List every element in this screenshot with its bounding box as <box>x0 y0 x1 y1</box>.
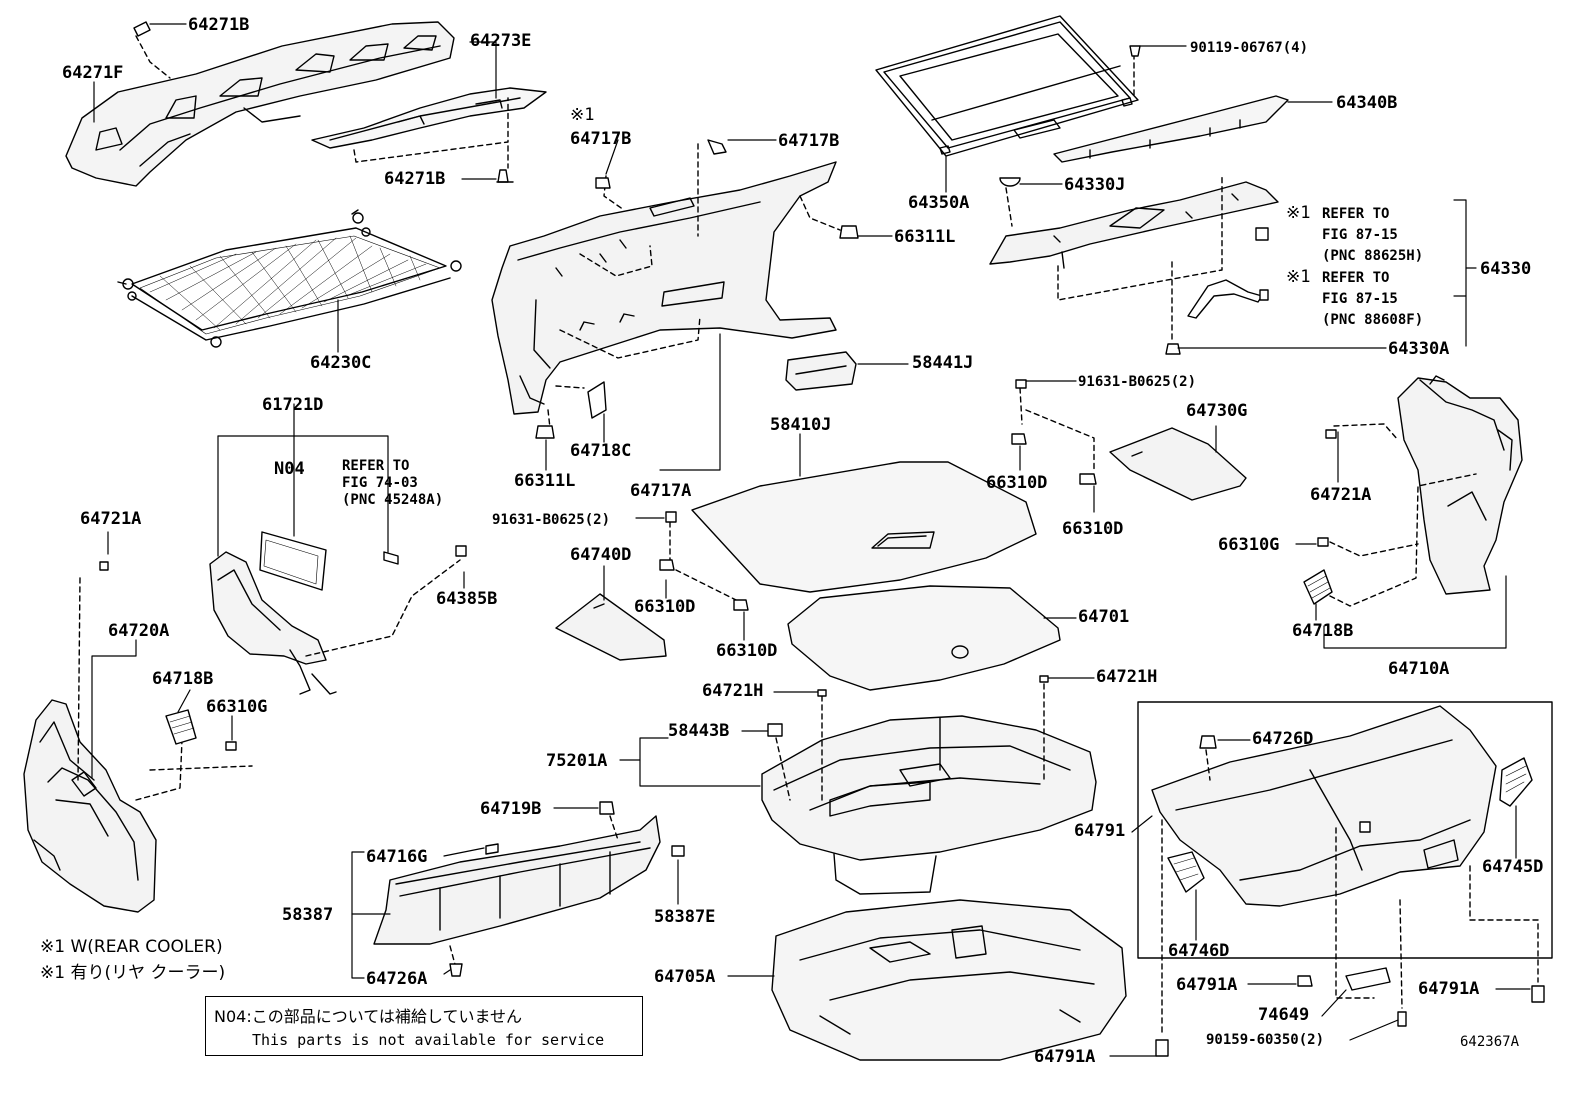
part-64230c-illustration <box>117 209 462 348</box>
label-74649[interactable]: 74649 <box>1258 1005 1310 1025</box>
label-64791[interactable]: 64791 <box>1074 821 1126 841</box>
label-61721d[interactable]: 61721D <box>262 395 324 415</box>
label-64330a[interactable]: 64330A <box>1388 339 1450 359</box>
label-64330j[interactable]: 64330J <box>1064 175 1126 195</box>
label-64721a-right[interactable]: 64721A <box>1310 485 1372 505</box>
label-64721h-right[interactable]: 64721H <box>1096 667 1158 687</box>
label-64791a-a[interactable]: 64791A <box>1176 975 1238 995</box>
part-64701-illustration <box>787 585 1061 691</box>
part-64740d-illustration <box>555 511 749 661</box>
part-64271f-illustration <box>65 21 547 187</box>
label-64721h-left[interactable]: 64721H <box>702 681 764 701</box>
label-64710a[interactable]: 64710A <box>1388 659 1450 679</box>
label-64385b[interactable]: 64385B <box>436 589 498 609</box>
part-58410j-illustration <box>691 461 1037 593</box>
label-64271b-top[interactable]: 64271B <box>188 15 250 35</box>
label-x1-refer-b: ※1 <box>1286 267 1311 287</box>
label-64718b-left[interactable]: 64718B <box>152 669 214 689</box>
label-64718b-right[interactable]: 64718B <box>1292 621 1354 641</box>
part-64350a-illustration <box>875 15 1289 163</box>
refer-line-2: FIG 87-15 <box>1322 227 1398 243</box>
label-66310g-left[interactable]: 66310G <box>206 697 268 717</box>
label-66310d-d[interactable]: 66310D <box>1062 519 1124 539</box>
label-90159[interactable]: 90159-60350(2) <box>1206 1032 1325 1048</box>
part-61721d-illustration <box>209 531 467 695</box>
label-64271f[interactable]: 64271F <box>62 63 124 83</box>
label-64271b-bottom[interactable]: 64271B <box>384 169 446 189</box>
refer-line-3: (PNC 45248A) <box>342 492 444 508</box>
refer-line-3: (PNC 88625H) <box>1322 248 1424 264</box>
label-90119[interactable]: 90119-06767(4) <box>1190 40 1309 56</box>
label-64730g[interactable]: 64730G <box>1186 401 1248 421</box>
notice-box: N04:この部品については補給していません This parts is not … <box>205 996 643 1056</box>
refer-line-1: REFER TO <box>342 458 410 474</box>
label-58441j[interactable]: 58441J <box>912 353 974 373</box>
label-58410j[interactable]: 58410J <box>770 415 832 435</box>
label-x1-mark: ※1 <box>570 105 595 125</box>
label-64726a[interactable]: 64726A <box>366 969 428 989</box>
label-66310g-right[interactable]: 66310G <box>1218 535 1280 555</box>
refer-fig-87-15-b[interactable]: REFER TO FIG 87-15 (PNC 88608F) <box>1322 268 1423 331</box>
label-64791a-c[interactable]: 64791A <box>1034 1047 1096 1067</box>
label-91631-left[interactable]: 91631-B0625(2) <box>492 512 611 528</box>
refer-fig-74-03[interactable]: REFER TO FIG 74-03 (PNC 45248A) <box>342 458 443 509</box>
label-64230c[interactable]: 64230C <box>310 353 372 373</box>
refer-line-2: FIG 87-15 <box>1322 291 1398 307</box>
label-91631-right[interactable]: 91631-B0625(2) <box>1078 374 1197 390</box>
label-64740d[interactable]: 64740D <box>570 545 632 565</box>
part-58387-illustration <box>373 801 685 977</box>
part-64717a-illustration <box>491 139 859 439</box>
refer-line-1: REFER TO <box>1322 206 1390 222</box>
label-75201a[interactable]: 75201A <box>546 751 608 771</box>
part-64730g-illustration <box>1011 379 1247 501</box>
label-64717b-right[interactable]: 64717B <box>778 131 840 151</box>
label-x1-refer-a: ※1 <box>1286 203 1311 223</box>
part-64720a-illustration <box>23 561 253 913</box>
label-64745d[interactable]: 64745D <box>1482 857 1544 877</box>
label-64350a[interactable]: 64350A <box>908 193 970 213</box>
label-64726d[interactable]: 64726D <box>1252 729 1314 749</box>
part-64791-illustration <box>1151 705 1545 1057</box>
refer-fig-87-15-a[interactable]: REFER TO FIG 87-15 (PNC 88625H) <box>1322 204 1423 267</box>
label-64717b-left[interactable]: 64717B <box>570 129 632 149</box>
label-64705a[interactable]: 64705A <box>654 967 716 987</box>
part-64710a-illustration <box>1303 375 1523 607</box>
note-x1-english: ※1 W(REAR COOLER) <box>40 937 223 957</box>
label-66310d-c[interactable]: 66310D <box>986 473 1048 493</box>
label-58387e[interactable]: 58387E <box>654 907 716 927</box>
label-64791a-b[interactable]: 64791A <box>1418 979 1480 999</box>
label-66310d-b[interactable]: 66310D <box>716 641 778 661</box>
label-64340b[interactable]: 64340B <box>1336 93 1398 113</box>
label-64273e[interactable]: 64273E <box>470 31 532 51</box>
label-64701[interactable]: 64701 <box>1078 607 1130 627</box>
notice-japanese: N04:この部品については補給していません <box>214 1007 522 1026</box>
label-66311l-right[interactable]: 66311L <box>894 227 956 247</box>
refer-line-1: REFER TO <box>1322 270 1390 286</box>
label-64718c[interactable]: 64718C <box>570 441 632 461</box>
label-66311l-left[interactable]: 66311L <box>514 471 576 491</box>
refer-line-2: FIG 74-03 <box>342 475 418 491</box>
label-64720a[interactable]: 64720A <box>108 621 170 641</box>
part-75201a-illustration <box>761 675 1097 895</box>
label-64717a[interactable]: 64717A <box>630 481 692 501</box>
part-64705a-illustration <box>771 899 1127 1061</box>
label-64719b[interactable]: 64719B <box>480 799 542 819</box>
label-64330[interactable]: 64330 <box>1480 259 1532 279</box>
refer-line-3: (PNC 88608F) <box>1322 312 1424 328</box>
label-66310d-a[interactable]: 66310D <box>634 597 696 617</box>
label-64716g[interactable]: 64716G <box>366 847 428 867</box>
label-58443b[interactable]: 58443B <box>668 721 730 741</box>
label-n04[interactable]: N04 <box>274 459 305 479</box>
label-64746d[interactable]: 64746D <box>1168 941 1230 961</box>
label-58387[interactable]: 58387 <box>282 905 334 925</box>
leader-lines <box>91 23 1531 1057</box>
diagram-id: 642367A <box>1460 1034 1520 1050</box>
label-64721a-left[interactable]: 64721A <box>80 509 142 529</box>
part-64330-illustration <box>989 175 1279 355</box>
notice-english: This parts is not available for service <box>252 1031 605 1049</box>
group-box-64791 <box>1137 701 1553 959</box>
note-x1-japanese: ※1 有り(リヤ クーラー) <box>40 963 226 983</box>
